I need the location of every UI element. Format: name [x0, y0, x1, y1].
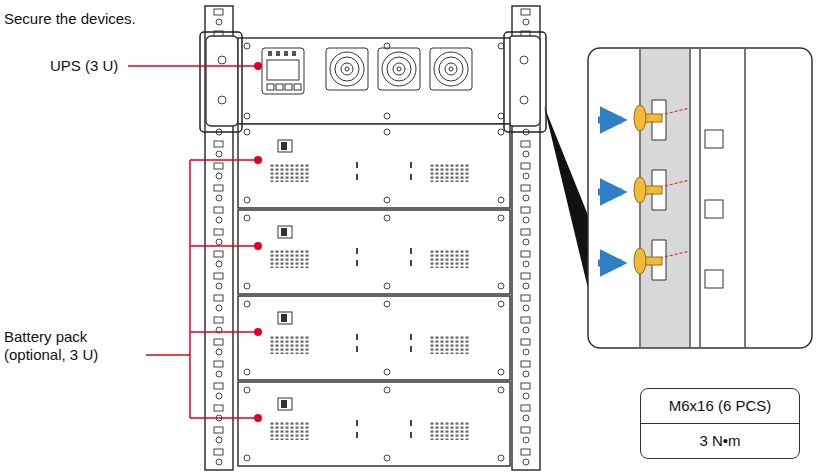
- battery-packs: [238, 124, 510, 466]
- spec-text: 3 N•m: [641, 423, 799, 458]
- highlight-frame: [200, 32, 546, 132]
- zoom-detail: [544, 48, 812, 348]
- part-label: UPS (3 U): [50, 57, 118, 75]
- spec-text: M6x16 (6 PCS): [641, 389, 799, 423]
- leader-lines: [128, 62, 262, 422]
- heading: Secure the devices.: [4, 10, 136, 28]
- part-label: Battery pack (optional, 3 U): [4, 328, 144, 364]
- rack-rail: [205, 6, 540, 470]
- spec-box: M6x16 (6 PCS)3 N•m: [640, 388, 800, 459]
- ups-unit: [206, 36, 540, 126]
